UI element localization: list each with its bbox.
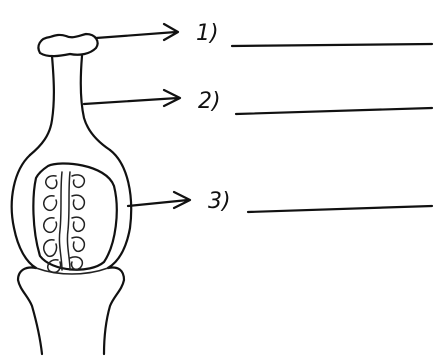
placenta-axis [59, 172, 62, 270]
arrow-3 [128, 192, 190, 208]
pointer-arrows [84, 24, 190, 208]
ovule-icon [44, 240, 57, 257]
ovary-outer-wall [12, 150, 131, 268]
answer-line-1[interactable] [232, 44, 432, 46]
ovule-icon [70, 257, 82, 269]
placenta-axis-right [67, 172, 70, 270]
answer-line-2[interactable] [236, 108, 432, 114]
answer-line-3[interactable] [248, 206, 432, 212]
label-2-number: 2) [198, 89, 221, 114]
arrow-2 [84, 90, 180, 106]
ovule-icon [72, 217, 84, 231]
ovule-icon [72, 237, 84, 251]
ovule-icon [46, 176, 57, 189]
label-1-number: 1) [196, 21, 219, 46]
ovule-icon [44, 218, 57, 233]
arrow-1 [96, 24, 178, 40]
style-left-edge [30, 56, 54, 155]
ovule-icon [72, 195, 84, 209]
label-3-number: 3) [208, 189, 231, 214]
ovules-group [44, 172, 85, 272]
stigma-outline [38, 34, 97, 56]
ovule-icon [72, 175, 84, 187]
thalamus-outline [18, 268, 124, 355]
ovule-icon [44, 196, 57, 211]
